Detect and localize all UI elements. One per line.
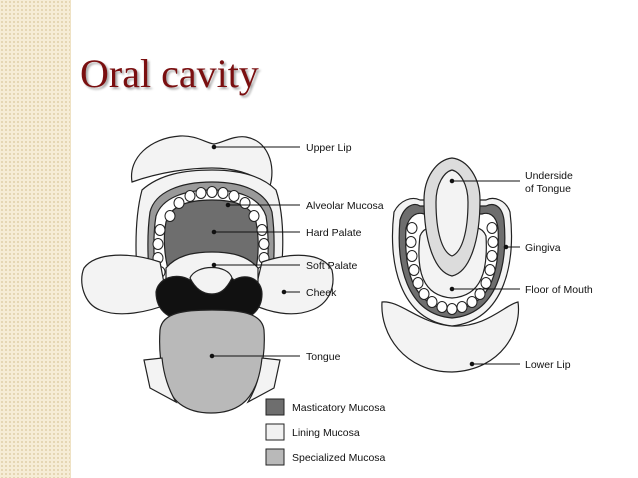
lower-lip-shape [381, 301, 520, 373]
tooth [412, 277, 424, 289]
tooth [408, 264, 420, 276]
tooth [426, 296, 438, 308]
legend-swatch-specialized [265, 448, 285, 466]
legend-label-specialized: Specialized Mucosa [292, 452, 386, 464]
tooth [480, 277, 492, 289]
tooth [248, 210, 260, 222]
tooth [228, 190, 240, 202]
tooth [239, 197, 251, 209]
tooth [486, 222, 498, 234]
label-lower-lip: Lower Lip [525, 359, 571, 371]
tooth [164, 210, 176, 222]
right-cheek-shape [251, 254, 334, 315]
label-hard-palate: Hard Palate [306, 227, 362, 239]
tooth [406, 222, 418, 234]
tooth [256, 224, 268, 236]
left-cheek-shape [81, 254, 169, 315]
lower-lip-right-shape [246, 357, 281, 404]
tooth [446, 303, 458, 315]
legend-swatch-masticatory [265, 398, 285, 416]
tooth [405, 236, 417, 248]
legend: Masticatory Mucosa Lining Mucosa Special… [265, 398, 386, 466]
tooth [217, 187, 229, 199]
tongue-shape [159, 309, 265, 414]
tooth [152, 238, 164, 250]
tooth [258, 238, 270, 250]
lower-teeth-group [405, 222, 499, 315]
tooth [184, 190, 196, 202]
tooth [195, 187, 207, 199]
tooth [406, 250, 418, 262]
decorative-side-strip [0, 0, 71, 478]
tooth [456, 301, 468, 313]
upper-lip-shape [130, 135, 273, 187]
legend-label-lining: Lining Mucosa [292, 427, 360, 439]
tooth [484, 264, 496, 276]
lower-jaw-illustration [381, 157, 520, 373]
tooth [154, 224, 166, 236]
tooth [474, 288, 486, 300]
label-underside-tongue-line1: Underside [525, 170, 573, 182]
tooth [487, 236, 499, 248]
tooth [466, 296, 478, 308]
label-upper-lip: Upper Lip [306, 142, 352, 154]
slide-title: Oral cavity [80, 51, 259, 96]
legend-swatch-lining [265, 423, 285, 441]
tooth [436, 301, 448, 313]
tooth [486, 250, 498, 262]
legend-label-masticatory: Masticatory Mucosa [292, 402, 386, 414]
label-cheek: Cheek [306, 287, 337, 299]
leader-lines [209, 144, 520, 367]
underside-tongue-inner-shape [435, 169, 469, 257]
tooth [206, 186, 218, 198]
uvula-shape [189, 266, 233, 295]
label-soft-palate: Soft Palate [306, 260, 358, 272]
label-floor-of-mouth: Floor of Mouth [525, 284, 593, 296]
tooth [418, 288, 430, 300]
lower-lip-left-shape [143, 357, 178, 404]
tooth [173, 197, 185, 209]
label-tongue: Tongue [306, 351, 341, 363]
label-underside-tongue-line2: of Tongue [525, 183, 571, 195]
label-gingiva: Gingiva [525, 242, 561, 254]
label-alveolar-mucosa: Alveolar Mucosa [306, 200, 384, 212]
